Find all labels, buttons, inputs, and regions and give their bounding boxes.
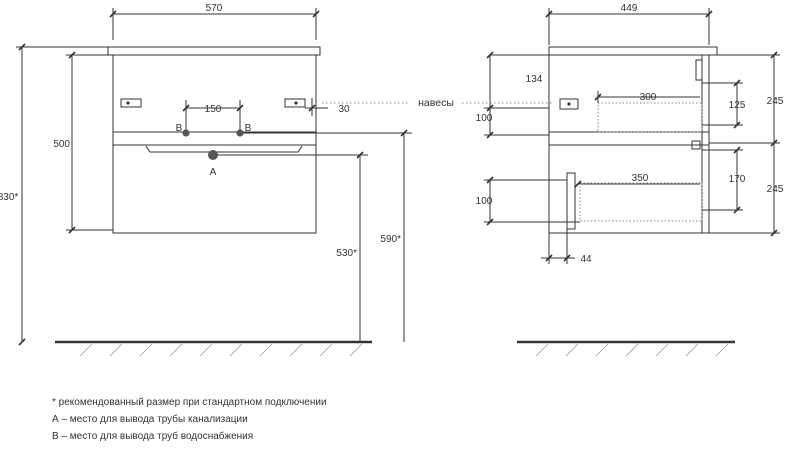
note-supply: В – место для вывода труб водоснабжения — [52, 431, 254, 442]
side-hanger — [559, 98, 579, 110]
label-lower-drawer-height: 170 — [729, 174, 746, 185]
marker-b-right-dot — [236, 129, 244, 137]
label-drain-height: 530* — [336, 248, 357, 259]
hanger-right — [284, 98, 306, 108]
upper-drawer-outline — [597, 102, 703, 133]
label-hanger-offset: 30 — [338, 104, 350, 115]
note-recommended: * рекомендованный размер при стандартном… — [52, 397, 327, 408]
side-handle — [691, 140, 701, 150]
label-lower-section-height: 245 — [767, 184, 784, 195]
label-marker-a: A — [210, 167, 217, 178]
side-body — [548, 54, 710, 234]
label-depth: 449 — [621, 3, 638, 14]
marker-b-left-dot — [182, 129, 190, 137]
note-drain: А – место для вывода трубы канализации — [52, 414, 248, 425]
label-lower-100: 100 — [476, 196, 493, 207]
dim-ticks — [18, 10, 778, 346]
label-upper-100: 100 — [476, 113, 493, 124]
label-supply-height: 590* — [380, 234, 401, 245]
countertop — [107, 46, 321, 56]
label-marker-b-right: B — [245, 123, 252, 134]
label-top-offset: 134 — [526, 74, 543, 85]
floor-hatch-side — [535, 343, 729, 357]
label-body-height: 500 — [53, 139, 70, 150]
label-width: 570 — [206, 3, 223, 14]
side-hinge — [695, 59, 703, 81]
label-hole-spacing: 150 — [205, 104, 222, 115]
label-hangers: навесы — [418, 97, 454, 109]
label-upper-section-height: 245 — [767, 96, 784, 107]
floor-hatch-front — [79, 343, 363, 357]
legend-notes: * рекомендованный размер при стандартном… — [52, 394, 327, 445]
drawer-handle — [145, 145, 303, 153]
label-upper-drawer-depth: 300 — [640, 92, 657, 103]
lower-drawer-back — [566, 172, 576, 230]
cabinet-body — [112, 54, 317, 234]
lower-drawer-outline — [579, 182, 703, 222]
label-marker-b-left: B — [176, 123, 183, 134]
label-lower-drawer-depth: 350 — [632, 173, 649, 184]
side-countertop — [548, 46, 718, 56]
hanger-left — [120, 98, 142, 108]
label-height-total: 830* — [0, 192, 18, 203]
marker-a-dot — [208, 150, 218, 160]
label-upper-drawer-height: 125 — [729, 100, 746, 111]
label-bottom-offset: 44 — [580, 254, 592, 265]
hanger-dots — [126, 101, 571, 106]
